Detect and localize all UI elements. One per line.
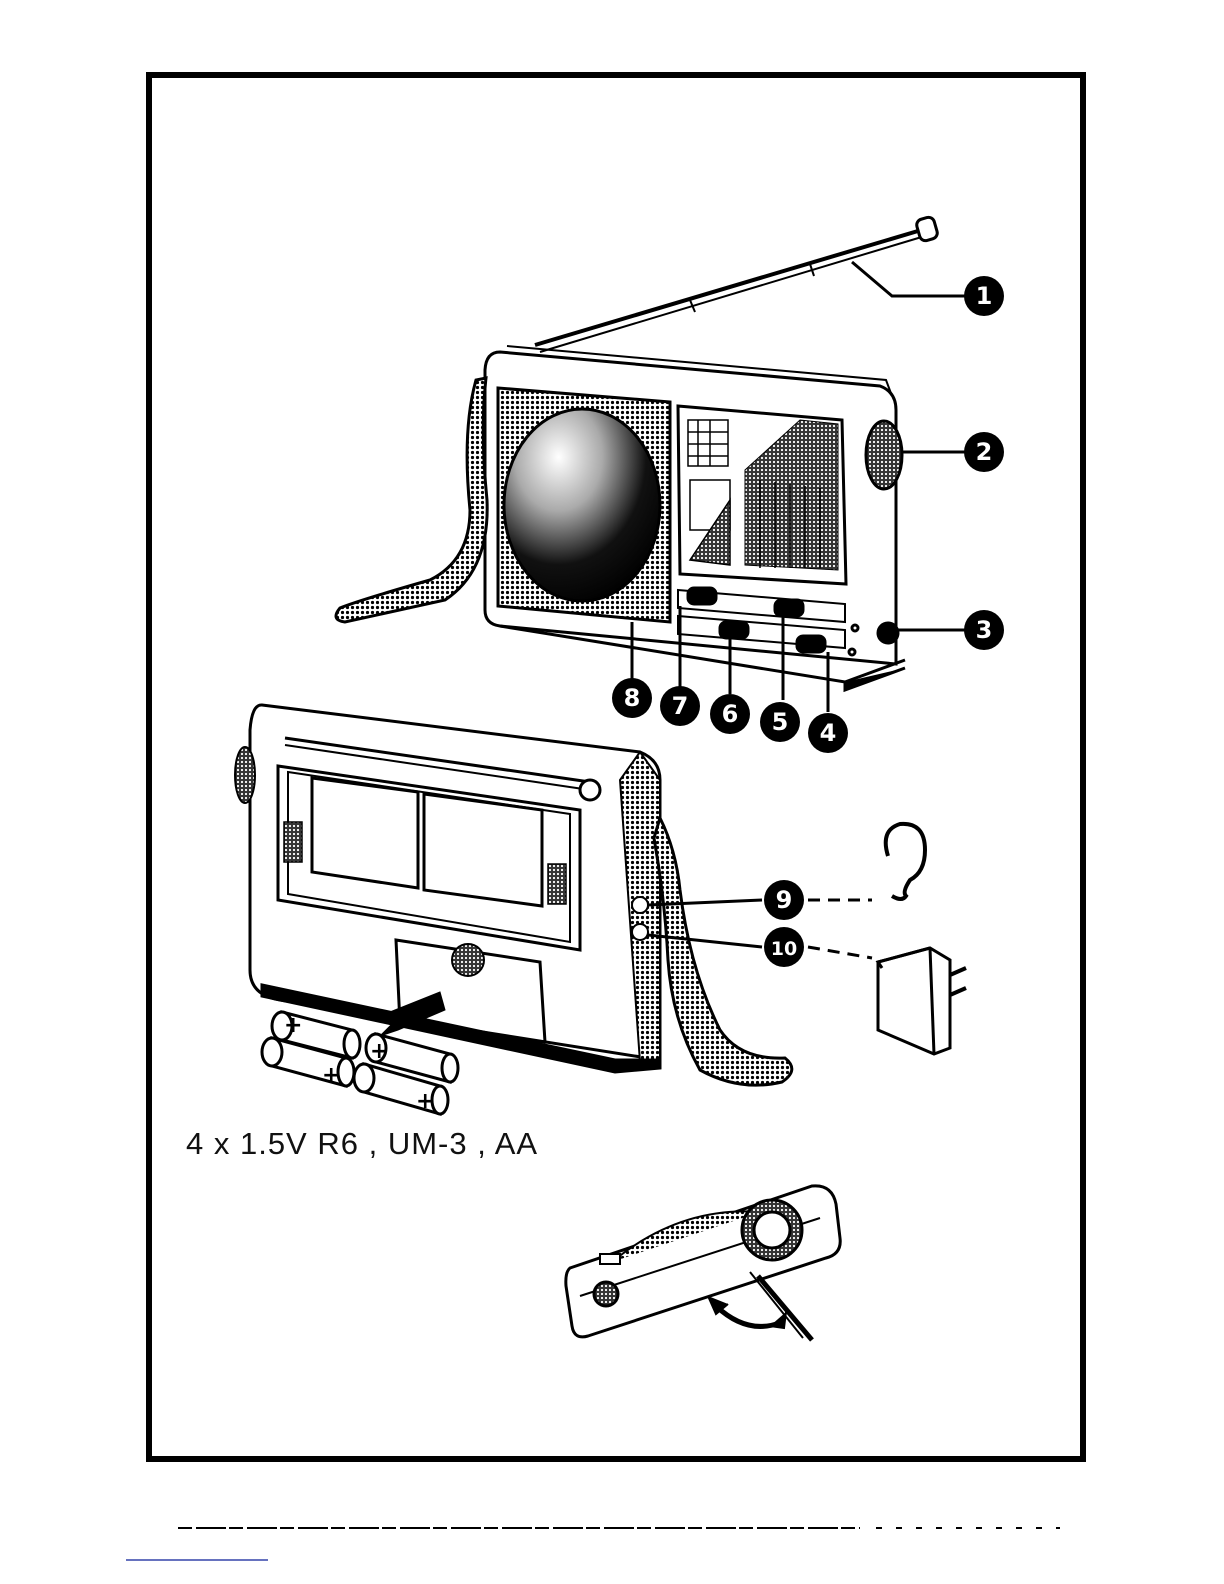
tuning-knob[interactable] <box>866 421 902 489</box>
callout-6: 6 <box>710 694 750 734</box>
svg-text:10: 10 <box>771 938 797 960</box>
carry-strap <box>336 378 487 622</box>
callout-4: 4 <box>808 713 848 753</box>
callout-3: 3 <box>964 610 1004 650</box>
callout-7: 7 <box>660 686 700 726</box>
battery-plus-sign: + <box>416 1089 434 1114</box>
svg-text:8: 8 <box>624 684 641 712</box>
battery-plus-sign: + <box>322 1063 340 1088</box>
switch-4[interactable] <box>797 636 825 652</box>
speaker-cone <box>504 409 660 601</box>
callout-1: 1 <box>964 276 1004 316</box>
side-socket <box>878 623 898 643</box>
callout-5: 5 <box>760 702 800 742</box>
callout-10: 10 <box>764 927 804 967</box>
earphone-jack[interactable] <box>632 897 648 913</box>
dc-input-jack[interactable] <box>632 924 648 940</box>
radio-front-view <box>336 216 939 690</box>
switch-6[interactable] <box>720 622 748 638</box>
battery-plus-sign: + <box>370 1039 388 1064</box>
callout-8: 8 <box>612 678 652 718</box>
callout-9: 9 <box>764 880 804 920</box>
svg-text:3: 3 <box>976 616 993 644</box>
svg-text:9: 9 <box>776 886 793 914</box>
svg-text:5: 5 <box>772 708 789 736</box>
switch-5[interactable] <box>775 600 803 616</box>
switch-7[interactable] <box>688 588 716 604</box>
fold-out-stand[interactable] <box>758 1276 812 1340</box>
svg-text:1: 1 <box>976 282 993 310</box>
callout-2: 2 <box>964 432 1004 472</box>
battery-spec-label: 4 x 1.5V R6 , UM-3 , AA <box>186 1126 538 1162</box>
radio-side-view-stand <box>566 1186 840 1340</box>
svg-text:7: 7 <box>672 692 689 720</box>
svg-text:2: 2 <box>976 438 993 466</box>
earphone-ear-icon <box>886 824 925 899</box>
ac-adapter-icon <box>878 948 966 1054</box>
battery-plus-sign: + <box>284 1013 302 1038</box>
footer-scan-line <box>126 1528 1060 1560</box>
svg-text:4: 4 <box>820 719 837 747</box>
svg-text:6: 6 <box>722 700 739 728</box>
